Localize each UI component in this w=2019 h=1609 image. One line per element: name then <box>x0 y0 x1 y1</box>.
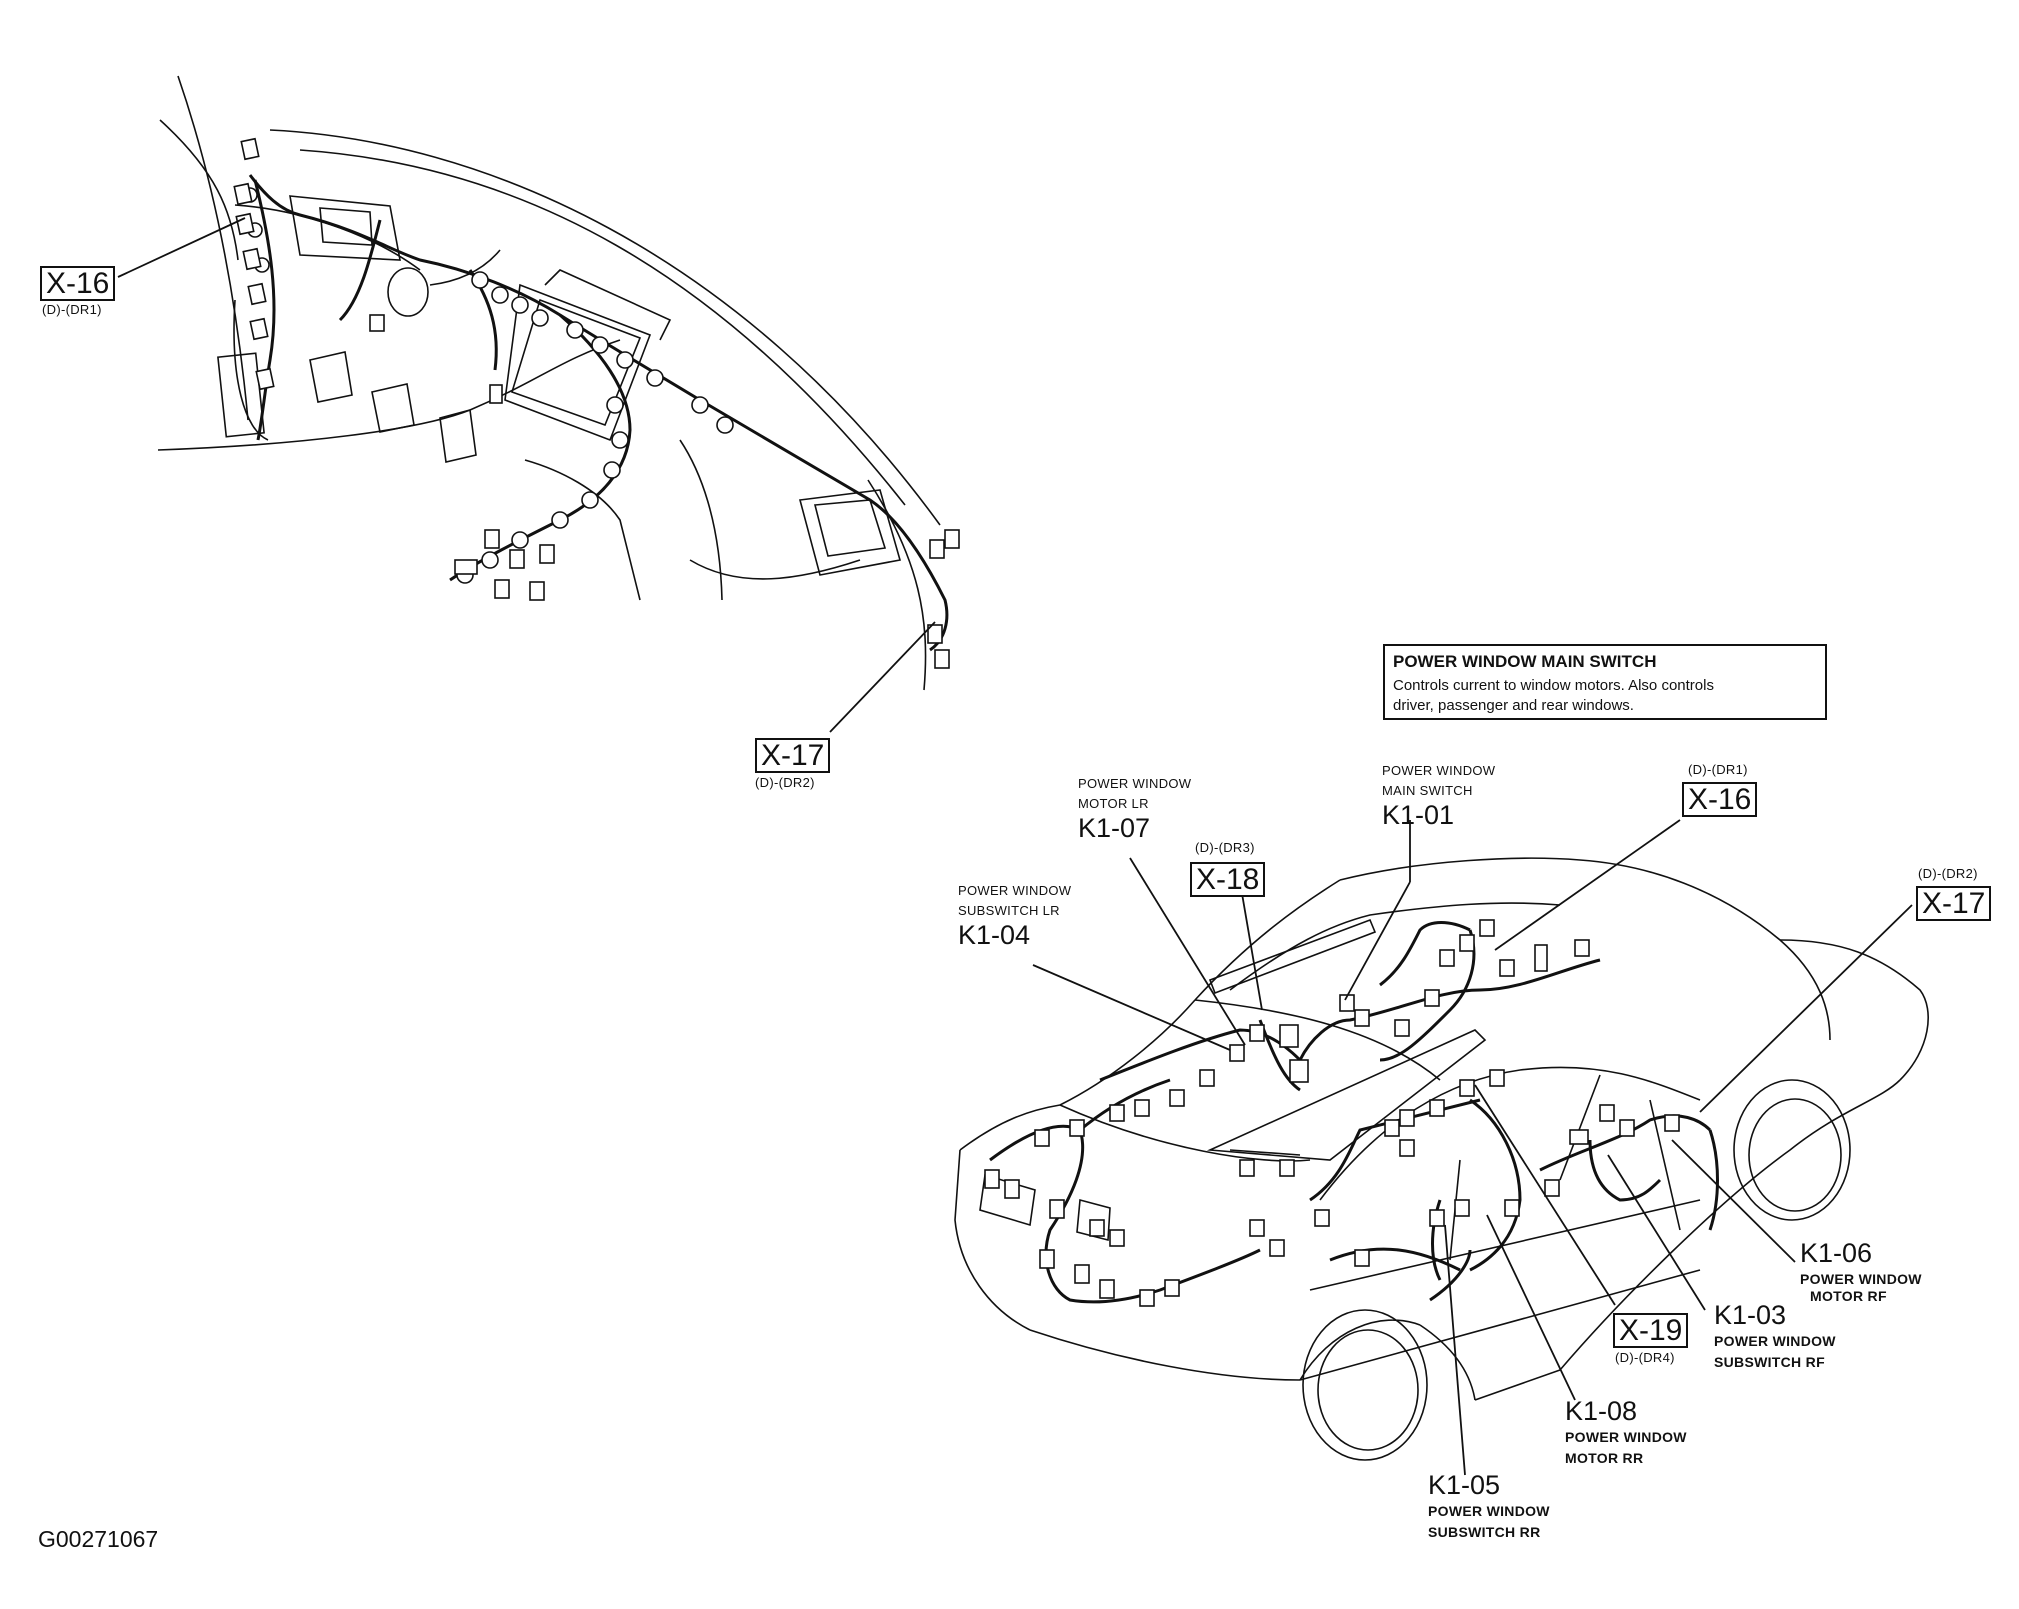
dashboard-harness-clips <box>242 187 734 584</box>
connector-x17-code-car: (D)-(DR2) <box>1918 866 1978 881</box>
info-box-line-1: Controls current to window motors. Also … <box>1393 677 1714 694</box>
label-k1-03: K1-03 POWER WINDOW SUBSWITCH RF <box>1714 1300 1836 1371</box>
leader-lines <box>117 217 1913 1476</box>
label-k1-01-code: K1-01 <box>1382 800 1455 830</box>
label-k1-03-line-2: SUBSWITCH RF <box>1714 1353 1825 1370</box>
label-k1-05: K1-05 POWER WINDOW SUBSWITCH RR <box>1428 1470 1550 1541</box>
connector-x17-id-top: X-17 <box>755 738 831 773</box>
dashboard-illustration <box>157 75 941 691</box>
car-connectors <box>984 919 1680 1307</box>
label-k1-06-line-2: MOTOR RF <box>1810 1287 1887 1304</box>
connector-x17-id-car: X-17 <box>1916 886 1992 921</box>
connector-x16-id-top: X-16 <box>40 266 116 301</box>
label-k1-08: K1-08 POWER WINDOW MOTOR RR <box>1565 1396 1687 1467</box>
label-k1-06-code: K1-06 <box>1800 1238 1873 1268</box>
label-k1-03-line-1: POWER WINDOW <box>1714 1333 1836 1349</box>
connector-x19-code: (D)-(DR4) <box>1615 1350 1675 1365</box>
label-k1-05-line-1: POWER WINDOW <box>1428 1503 1550 1519</box>
label-k1-03-code: K1-03 <box>1714 1300 1787 1330</box>
label-k1-07-line-1: POWER WINDOW <box>1078 776 1192 791</box>
info-box-title: POWER WINDOW MAIN SWITCH <box>1393 652 1657 671</box>
label-k1-04-line-1: POWER WINDOW <box>958 883 1072 898</box>
connector-x17-code-top: (D)-(DR2) <box>755 775 815 790</box>
label-k1-05-line-2: SUBSWITCH RR <box>1428 1523 1541 1540</box>
figure-id: G00271067 <box>38 1526 159 1552</box>
label-k1-08-code: K1-08 <box>1565 1396 1638 1426</box>
label-k1-06-line-1: POWER WINDOW <box>1800 1271 1922 1287</box>
connector-x16-code-car: (D)-(DR1) <box>1688 762 1748 777</box>
label-k1-04-code: K1-04 <box>958 920 1031 950</box>
dashboard-harness <box>248 174 949 652</box>
dashboard-connectors <box>233 137 960 669</box>
connector-x18-id: X-18 <box>1190 862 1266 897</box>
label-k1-04-line-2: SUBSWITCH LR <box>958 903 1060 918</box>
info-box: POWER WINDOW MAIN SWITCH Controls curren… <box>1383 644 1827 720</box>
connector-x19-id: X-19 <box>1613 1313 1689 1348</box>
label-k1-01: POWER WINDOW MAIN SWITCH K1-01 <box>1382 763 1495 831</box>
car-illustration <box>954 857 1929 1461</box>
label-k1-01-line-1: POWER WINDOW <box>1382 763 1496 778</box>
label-k1-04: POWER WINDOW SUBSWITCH LR K1-04 <box>958 883 1071 951</box>
label-k1-07-code: K1-07 <box>1078 813 1151 843</box>
label-k1-01-line-2: MAIN SWITCH <box>1382 783 1473 798</box>
label-k1-07: POWER WINDOW MOTOR LR K1-07 <box>1078 776 1191 844</box>
label-k1-07-line-2: MOTOR LR <box>1078 796 1149 811</box>
label-k1-08-line-1: POWER WINDOW <box>1565 1429 1687 1445</box>
connector-x16-id-car: X-16 <box>1682 782 1758 817</box>
label-k1-06: K1-06 POWER WINDOW MOTOR RF <box>1800 1238 1922 1305</box>
label-k1-08-line-2: MOTOR RR <box>1565 1449 1644 1466</box>
label-k1-05-code: K1-05 <box>1428 1470 1501 1500</box>
connector-x16-code-top: (D)-(DR1) <box>42 302 102 317</box>
connector-x18-code: (D)-(DR3) <box>1195 840 1255 855</box>
info-box-line-2: driver, passenger and rear windows. <box>1393 696 1634 714</box>
